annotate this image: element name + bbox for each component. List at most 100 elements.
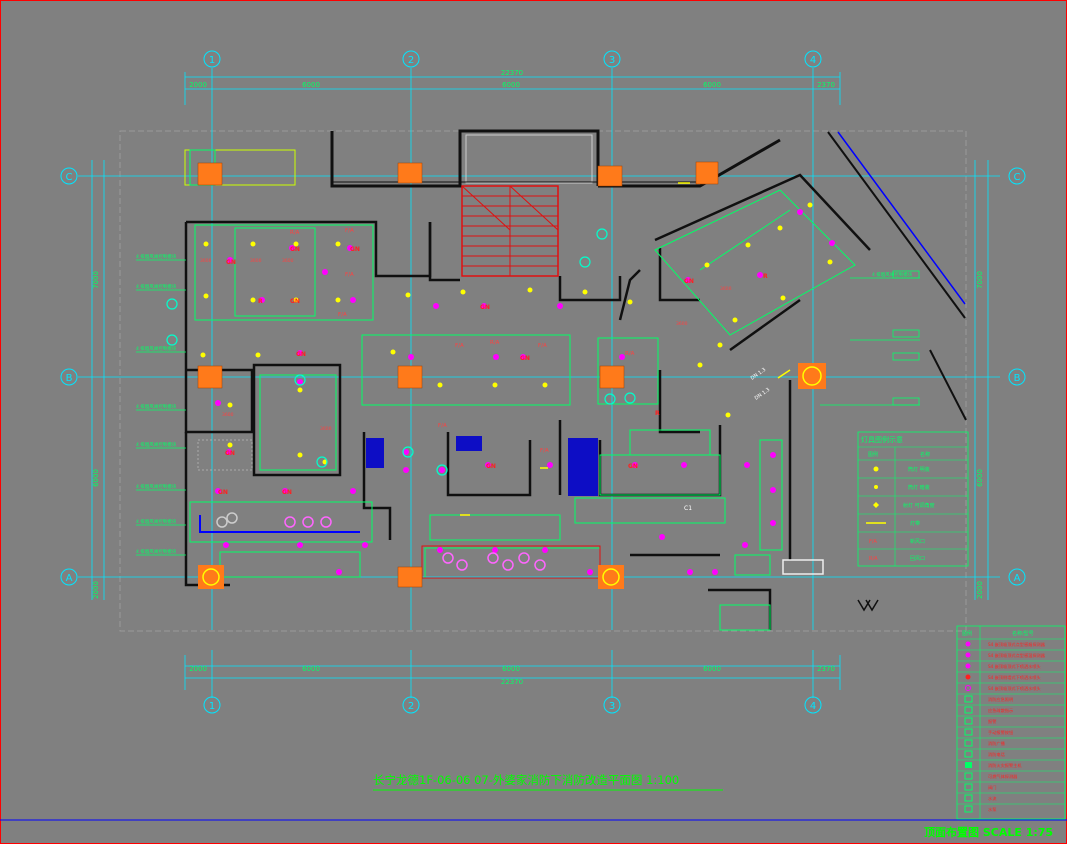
smoke-detector-icon	[965, 641, 971, 647]
sprinkler-icon	[493, 354, 499, 360]
main-legend-row-10: 消防广播	[988, 740, 1006, 747]
exit-sign-icon	[964, 706, 973, 714]
callout-leaders-right	[820, 277, 920, 406]
sprinkler-ring-icon	[965, 685, 971, 691]
lamp-star-icon	[582, 289, 588, 295]
duct-tag: DN 1.3	[754, 387, 771, 402]
room-tag: F/A	[455, 343, 464, 349]
grid-label-left-a: A	[66, 573, 73, 584]
lamp-star-icon	[780, 295, 786, 301]
lamp-dot-icon	[874, 485, 878, 489]
dim-left-1: 7000	[92, 271, 100, 289]
dim-bottom-total: 22370	[501, 678, 523, 686]
lamp-star-icon	[725, 412, 731, 418]
lamp-star-icon	[807, 202, 813, 208]
lamp-star-icon	[492, 382, 498, 388]
lamp-star-icon	[293, 297, 299, 303]
exterior-stairs	[782, 559, 879, 612]
cable-note-9: 4 排烟风阀控制模块	[872, 271, 913, 278]
equipment-label: GN	[226, 259, 236, 266]
dim-tag: 3600	[282, 258, 294, 264]
grid-label-right-c: C	[1014, 172, 1021, 183]
sprinkler-icon	[712, 569, 718, 575]
dim-top-5: 2370	[817, 81, 835, 89]
duct-zones	[199, 436, 598, 533]
equipment-labels: GN GN GN GN GN GN GN GN GN GN GN GN GN R…	[218, 246, 768, 496]
main-legend-header-name: 名称/型号	[1012, 630, 1034, 637]
lamp-star-icon	[250, 241, 256, 247]
equipment-box-6	[397, 365, 423, 389]
equipment-label: GN	[290, 298, 300, 305]
lamp-star-icon	[227, 402, 233, 408]
equipment-label: GN	[290, 246, 300, 253]
sprinkler-icon	[297, 542, 303, 548]
lamp-star-icon	[777, 225, 783, 231]
dining-zone-red	[421, 545, 601, 579]
lamp-star-icon	[203, 241, 209, 247]
sprinkler-icon	[347, 245, 353, 251]
sprinkler-icon	[322, 269, 328, 275]
main-legend-row-5: S4 嵌顶吸顶式下喷洒水喷头	[988, 685, 1041, 692]
lamp-star-icon	[335, 297, 341, 303]
lamp-star-icon	[390, 349, 396, 355]
lamp-star-icon	[717, 342, 723, 348]
sprinkler-icon	[632, 462, 638, 468]
lamp-star-icon	[405, 292, 411, 298]
cable-note-2: 4 排烟风阀控制模块	[136, 283, 177, 290]
main-legend-row-6: 消防应急照明	[988, 696, 1013, 703]
sprinkler-icon	[282, 488, 288, 494]
dim-tag: 3600	[222, 412, 234, 418]
equipment-label: GN	[282, 489, 292, 496]
equipment-box-1	[197, 162, 223, 186]
sprinkler-icon	[403, 467, 409, 473]
equipment-box-4	[695, 161, 719, 185]
sprinkler-icon	[557, 303, 563, 309]
sidewall-sprinkler-icon	[965, 674, 971, 680]
lamp-star-icon	[627, 299, 633, 305]
sprinkler-icon	[587, 569, 593, 575]
duct-tag: DN 1.3	[750, 367, 767, 382]
room-tag: F/A	[345, 228, 354, 234]
alarm-host-icon	[965, 762, 972, 768]
lamp-star-icon	[250, 297, 256, 303]
dim-bottom-2: 6000	[302, 665, 320, 673]
sprinkler-icon	[297, 379, 303, 385]
sprinkler-icon	[481, 303, 487, 309]
sprinkler-icon	[520, 354, 526, 360]
cable-note-6: 4 排烟风阀控制模块	[136, 483, 177, 490]
sprinkler-icon	[542, 547, 548, 553]
lamp-star-icon	[460, 289, 466, 295]
dim-tag: 3600	[250, 258, 262, 264]
dim-top-1: 2000	[189, 81, 207, 89]
flow-icon	[964, 794, 973, 802]
sprinkler-icon	[965, 663, 971, 669]
lamp-legend-row-1: 筒灯 明装	[908, 466, 930, 473]
pump-icon	[964, 805, 973, 813]
sprinkler-icon	[547, 462, 553, 468]
dim-tags: 3600 3600 3600 3600 3600 3600 3600	[200, 258, 732, 432]
main-legend-row-14: 阀门	[988, 784, 996, 791]
equipment-label: GN	[480, 304, 490, 311]
equipment-label: GN	[684, 278, 694, 285]
phone-icon	[964, 750, 973, 758]
sprinkler-icon	[223, 542, 229, 548]
lamp-legend-row-6: 回风口	[910, 556, 925, 562]
cable-note-1: 4 排烟风阀控制模块	[136, 253, 177, 260]
duct-tags: DN 1.3 DN 1.3	[750, 367, 771, 402]
lamp-legend-row-5: 新风口	[910, 538, 925, 545]
lamp-star-icon	[527, 287, 533, 293]
lamp-legend-symbol-ra: R/A	[869, 556, 878, 562]
grid-label-top-2: 2	[408, 55, 414, 66]
lamp-star-icon	[335, 241, 341, 247]
grid-label-bottom-1: 1	[209, 701, 215, 712]
lamp-star-icon	[297, 387, 303, 393]
equipment-label: GN	[225, 450, 235, 457]
sprinkler-icon	[619, 354, 625, 360]
ceiling-outlines	[184, 149, 856, 631]
callout-notes-left: 4 排烟风阀控制模块 4 排烟风阀控制模块 4 排烟风阀控制模块 4 排烟风阀控…	[136, 253, 177, 555]
sprinkler-icon	[744, 462, 750, 468]
lamp-legend-header-name: 名称	[920, 451, 930, 458]
lamp-star-icon	[255, 352, 261, 358]
